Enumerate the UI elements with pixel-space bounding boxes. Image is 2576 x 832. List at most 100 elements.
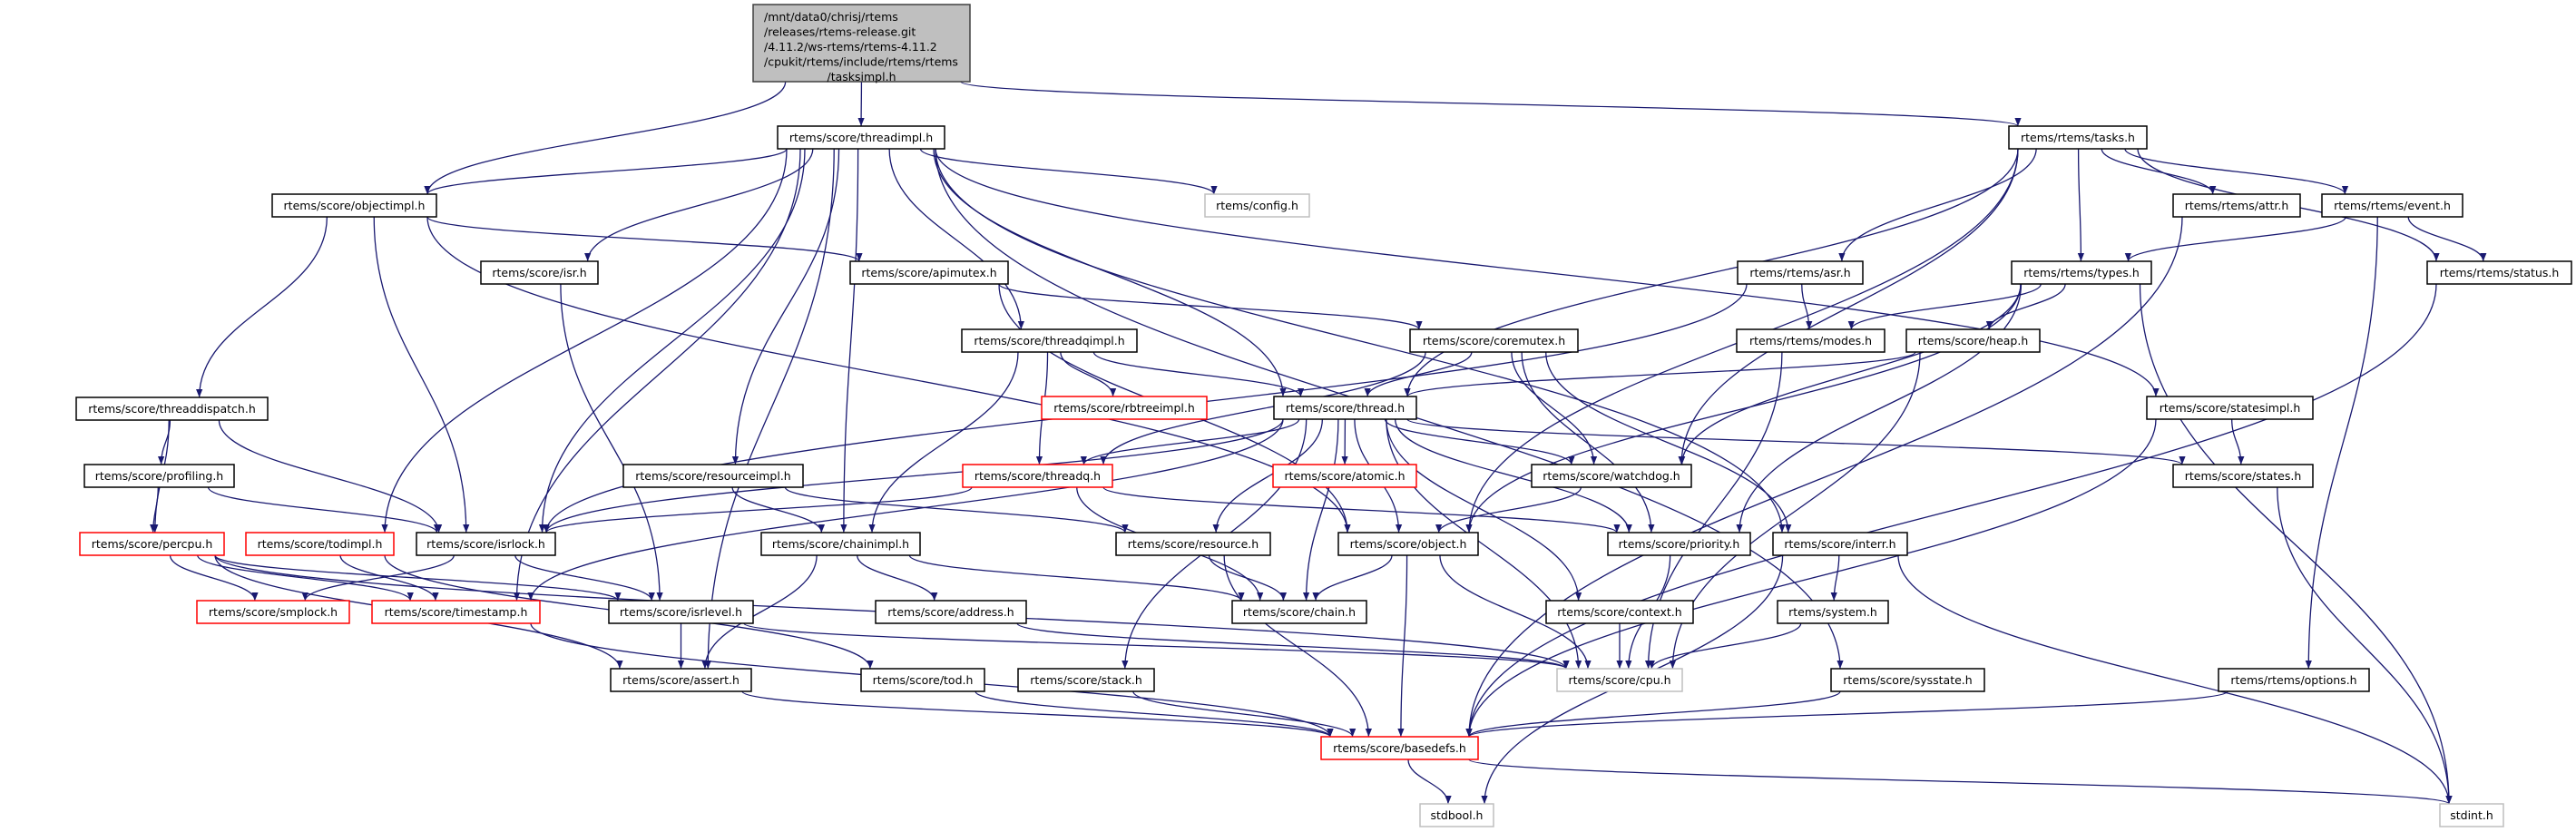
node-box <box>2321 193 2463 218</box>
node-label: rtems/score/isrlevel.h <box>620 605 742 619</box>
node-threadimpl[interactable]: rtems/score/threadimpl.h <box>777 125 945 150</box>
node-watchdog[interactable]: rtems/score/watchdog.h <box>1531 464 1692 488</box>
node-smplock[interactable]: rtems/score/smplock.h <box>196 600 350 624</box>
node-priority[interactable]: rtems/score/priority.h <box>1607 532 1751 556</box>
node-objectimpl[interactable]: rtems/score/objectimpl.h <box>271 193 437 218</box>
node-resource[interactable]: rtems/score/resource.h <box>1115 532 1271 556</box>
node-box <box>2011 260 2152 285</box>
node-address[interactable]: rtems/score/address.h <box>875 600 1027 624</box>
node-tasks[interactable]: rtems/rtems/tasks.h <box>2008 125 2148 150</box>
node-interr[interactable]: rtems/score/interr.h <box>1772 532 1908 556</box>
node-label: rtems/score/object.h <box>1350 537 1467 551</box>
node-tod[interactable]: rtems/score/tod.h <box>860 668 985 692</box>
edge-objectimpl-to-threaddispatch <box>196 216 328 398</box>
edge-stack-to-basedefs <box>1132 690 1357 738</box>
node-thread[interactable]: rtems/score/thread.h <box>1273 396 1417 420</box>
edge-watchdog-to-object <box>1435 486 1582 533</box>
node-options[interactable]: rtems/rtems/options.h <box>2218 668 2370 692</box>
node-box <box>79 532 225 556</box>
edge-thread-to-isrlock <box>543 418 1284 533</box>
edge-tod-to-basedefs <box>975 690 1334 738</box>
node-event[interactable]: rtems/rtems/event.h <box>2321 193 2463 218</box>
node-box <box>610 668 752 692</box>
node-isrlock[interactable]: rtems/score/isrlock.h <box>416 532 556 556</box>
node-label: rtems/score/stack.h <box>1030 673 1142 687</box>
node-stdbool: stdbool.h <box>1419 803 1494 827</box>
node-box <box>1409 328 1579 353</box>
node-chainimpl[interactable]: rtems/score/chainimpl.h <box>760 532 921 556</box>
node-percpu[interactable]: rtems/score/percpu.h <box>79 532 225 556</box>
node-stack[interactable]: rtems/score/stack.h <box>1017 668 1155 692</box>
node-heap[interactable]: rtems/score/heap.h <box>1905 328 2041 353</box>
node-assert[interactable]: rtems/score/assert.h <box>610 668 752 692</box>
node-box <box>860 668 985 692</box>
node-label: rtems/score/smplock.h <box>209 605 338 619</box>
node-resourceimpl[interactable]: rtems/score/resourceimpl.h <box>622 464 804 488</box>
node-box <box>760 532 921 556</box>
node-object[interactable]: rtems/score/object.h <box>1337 532 1479 556</box>
edge-isr-to-isrlevel <box>560 283 663 602</box>
node-box <box>1320 736 1479 760</box>
node-label: rtems/rtems/options.h <box>2230 673 2356 687</box>
edge-statesimpl-to-states <box>2231 418 2245 465</box>
node-profiling[interactable]: rtems/score/profiling.h <box>83 464 235 488</box>
node-basedefs[interactable]: rtems/score/basedefs.h <box>1320 736 1479 760</box>
node-threaddispatch[interactable]: rtems/score/threaddispatch.h <box>75 396 269 421</box>
node-root-tasksimpl[interactable]: /mnt/data0/chrisj/rtems/releases/rtems-r… <box>752 4 971 83</box>
node-threadqimpl[interactable]: rtems/score/threadqimpl.h <box>961 328 1138 353</box>
node-context[interactable]: rtems/score/context.h <box>1545 600 1694 624</box>
node-box <box>961 328 1138 353</box>
node-label: rtems/score/resourceimpl.h <box>635 469 790 483</box>
node-todimpl[interactable]: rtems/score/todimpl.h <box>245 532 395 556</box>
edge-thread-to-cpu <box>1386 418 1582 670</box>
node-modes[interactable]: rtems/rtems/modes.h <box>1736 328 1885 353</box>
edge-thread-to-context <box>1386 418 1582 602</box>
node-label: rtems/score/thread.h <box>1286 401 1405 415</box>
node-atomic[interactable]: rtems/score/atomic.h <box>1272 464 1417 488</box>
edge-threadimpl-to-todimpl <box>381 148 788 533</box>
node-timestamp[interactable]: rtems/score/timestamp.h <box>371 600 541 624</box>
node-apimutex[interactable]: rtems/score/apimutex.h <box>849 260 1009 285</box>
edge-isrlevel-to-cpu <box>743 622 1570 670</box>
edge-states-to-stdint <box>2277 486 2453 805</box>
node-isr[interactable]: rtems/score/isr.h <box>480 260 599 285</box>
edge-basedefs-to-stdint <box>1468 759 2453 805</box>
node-chain[interactable]: rtems/score/chain.h <box>1231 600 1367 624</box>
node-label: stdint.h <box>2450 808 2493 822</box>
node-coremutex[interactable]: rtems/score/coremutex.h <box>1409 328 1579 353</box>
edge-event-to-types <box>2124 216 2346 262</box>
edge-thread-to-threadq <box>1080 418 1300 465</box>
edge-profiling-to-percpu <box>150 486 159 533</box>
edge-threadimpl-to-statesimpl <box>935 148 2160 397</box>
node-threadq[interactable]: rtems/score/threadq.h <box>962 464 1113 488</box>
node-status[interactable]: rtems/rtems/status.h <box>2426 260 2572 285</box>
node-label: rtems/score/percpu.h <box>92 537 213 551</box>
node-sysstate[interactable]: rtems/score/sysstate.h <box>1830 668 1985 692</box>
node-types[interactable]: rtems/rtems/types.h <box>2011 260 2152 285</box>
node-box <box>1273 396 1417 420</box>
edge-types-to-heap <box>1985 283 2066 330</box>
edge-thread-to-timestamp <box>527 418 1284 602</box>
node-label: rtems/score/assert.h <box>622 673 739 687</box>
edge-threadimpl-to-resourceimpl <box>731 148 840 465</box>
node-attr[interactable]: rtems/rtems/attr.h <box>2172 193 2301 218</box>
node-isrlevel[interactable]: rtems/score/isrlevel.h <box>608 600 754 624</box>
edge-resource-to-basedefs <box>1223 554 1372 738</box>
edge-object-to-chain <box>1312 554 1393 602</box>
node-states[interactable]: rtems/score/states.h <box>2172 464 2314 488</box>
edge-todimpl-to-timestamp <box>339 554 439 602</box>
node-label: rtems/score/apimutex.h <box>861 266 996 279</box>
node-label: rtems/config.h <box>1216 199 1298 212</box>
node-rbtreeimpl[interactable]: rtems/score/rbtreeimpl.h <box>1041 396 1208 420</box>
node-box <box>1777 600 1889 624</box>
node-system[interactable]: rtems/system.h <box>1777 600 1889 624</box>
node-config: rtems/config.h <box>1204 193 1310 218</box>
node-statesimpl[interactable]: rtems/score/statesimpl.h <box>2146 396 2314 420</box>
node-cpu: rtems/score/cpu.h <box>1556 668 1683 692</box>
node-asr[interactable]: rtems/rtems/asr.h <box>1737 260 1864 285</box>
node-label: rtems/system.h <box>1788 605 1877 619</box>
edge-sysstate-to-basedefs <box>1465 690 1841 738</box>
node-box <box>83 464 235 488</box>
node-stdint: stdint.h <box>2439 803 2504 827</box>
edge-coremutex-to-threadq <box>1100 351 1426 465</box>
